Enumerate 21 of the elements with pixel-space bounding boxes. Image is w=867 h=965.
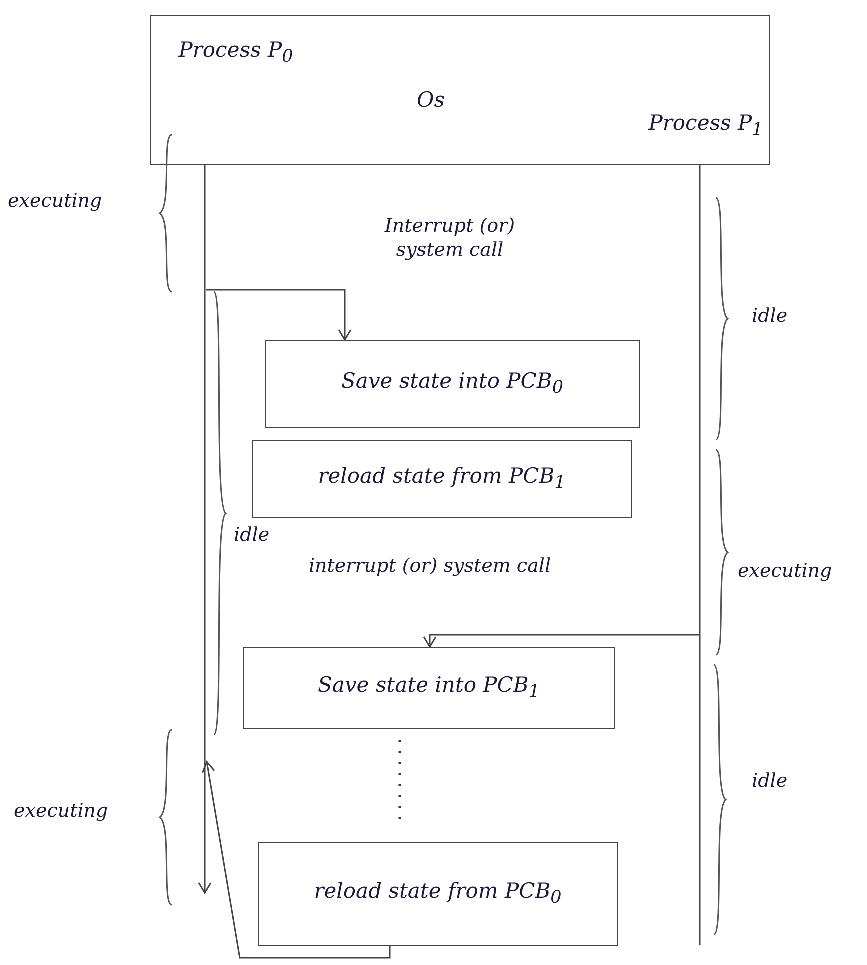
header-band (150, 15, 770, 165)
process-box (265, 340, 640, 428)
process-box (258, 842, 618, 946)
box-text: Save state into PCB$_{0}$ (342, 369, 564, 399)
arrow (202, 761, 391, 959)
arrow (423, 634, 699, 648)
arrow (206, 289, 352, 341)
box-text: Save state into PCB$_{1}$ (318, 673, 540, 703)
state-label: idle (752, 770, 788, 792)
process-box (243, 647, 615, 729)
state-label: executing (8, 190, 102, 212)
state-label: executing (738, 560, 832, 582)
state-label: idle (752, 305, 788, 327)
state-label: executing (14, 800, 108, 822)
box-text: reload state from PCB$_{1}$ (318, 464, 566, 494)
column-heading: Os (416, 88, 446, 112)
state-label: idle (234, 524, 270, 546)
column-heading: Process P$_{0}$ (178, 38, 294, 68)
box-text: reload state from PCB$_{0}$ (314, 879, 562, 909)
column-heading: Process P$_{1}$ (648, 111, 764, 140)
process-box (252, 440, 632, 518)
